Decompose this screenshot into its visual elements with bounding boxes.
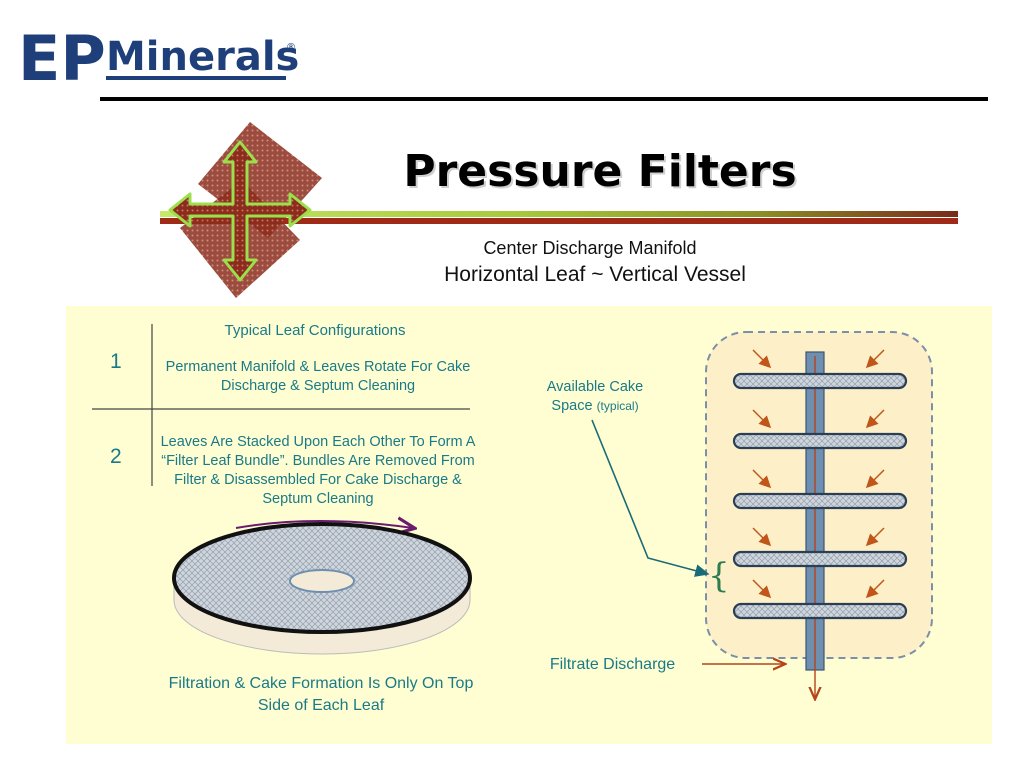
header-rule bbox=[100, 97, 988, 101]
config-text-2: Leaves Are Stacked Upon Each Other To Fo… bbox=[160, 434, 476, 507]
subtitle-vessel: Horizontal Leaf ~ Vertical Vessel bbox=[444, 263, 746, 286]
logo-underline bbox=[106, 76, 286, 80]
flow-arrow-icon bbox=[752, 349, 772, 369]
typical-text: (typical) bbox=[596, 399, 639, 413]
flow-arrow-icon bbox=[752, 469, 772, 489]
logo-registered: ® bbox=[286, 42, 296, 53]
flow-arrow-icon bbox=[865, 469, 885, 489]
config-number-2: 2 bbox=[110, 445, 122, 468]
cake-space-brace: { bbox=[708, 556, 730, 596]
config-text-1: Permanent Manifold & Leaves Rotate For C… bbox=[165, 359, 471, 394]
filter-leaf bbox=[732, 372, 908, 390]
filter-leaf bbox=[732, 602, 908, 620]
flow-arrow-icon bbox=[865, 527, 885, 547]
flow-arrow-icon bbox=[865, 579, 885, 599]
filter-leaf bbox=[732, 492, 908, 510]
leaf-disc-icon bbox=[172, 522, 472, 655]
rotation-arrow-icon bbox=[235, 521, 413, 528]
cake-space-pointer bbox=[591, 419, 710, 577]
available-cake-space-label: Available Cake Space (typical) bbox=[510, 378, 680, 416]
subtitle-manifold: Center Discharge Manifold bbox=[483, 238, 697, 258]
filter-leaf bbox=[732, 550, 908, 568]
flow-arrow-icon bbox=[865, 409, 885, 429]
logo-mark: EP bbox=[18, 22, 106, 92]
flow-arrow-icon bbox=[752, 579, 772, 599]
filter-leaf bbox=[732, 432, 908, 450]
flow-arrow-icon bbox=[752, 527, 772, 547]
slide-title: Pressure Filters bbox=[403, 146, 797, 197]
flow-arrow-icon bbox=[865, 349, 885, 369]
diagram-graphics bbox=[92, 324, 933, 744]
title-gradient-bar bbox=[160, 211, 958, 224]
space-text: Space bbox=[551, 398, 593, 414]
flow-arrow-icon bbox=[752, 409, 772, 429]
available-cake-text: Available Cake bbox=[546, 379, 644, 395]
cross-arrows-decoration-icon bbox=[168, 122, 322, 298]
filtrate-discharge-label: Filtrate Discharge bbox=[549, 656, 676, 673]
config-table-header: Typical Leaf Configurations bbox=[224, 322, 406, 339]
vessel-icon bbox=[705, 331, 933, 698]
ep-minerals-logo: EP Minerals ® bbox=[18, 22, 299, 92]
logo-name: Minerals bbox=[106, 34, 299, 80]
config-number-1: 1 bbox=[110, 350, 122, 373]
filtration-caption: Filtration & Cake Formation Is Only On T… bbox=[168, 675, 474, 714]
